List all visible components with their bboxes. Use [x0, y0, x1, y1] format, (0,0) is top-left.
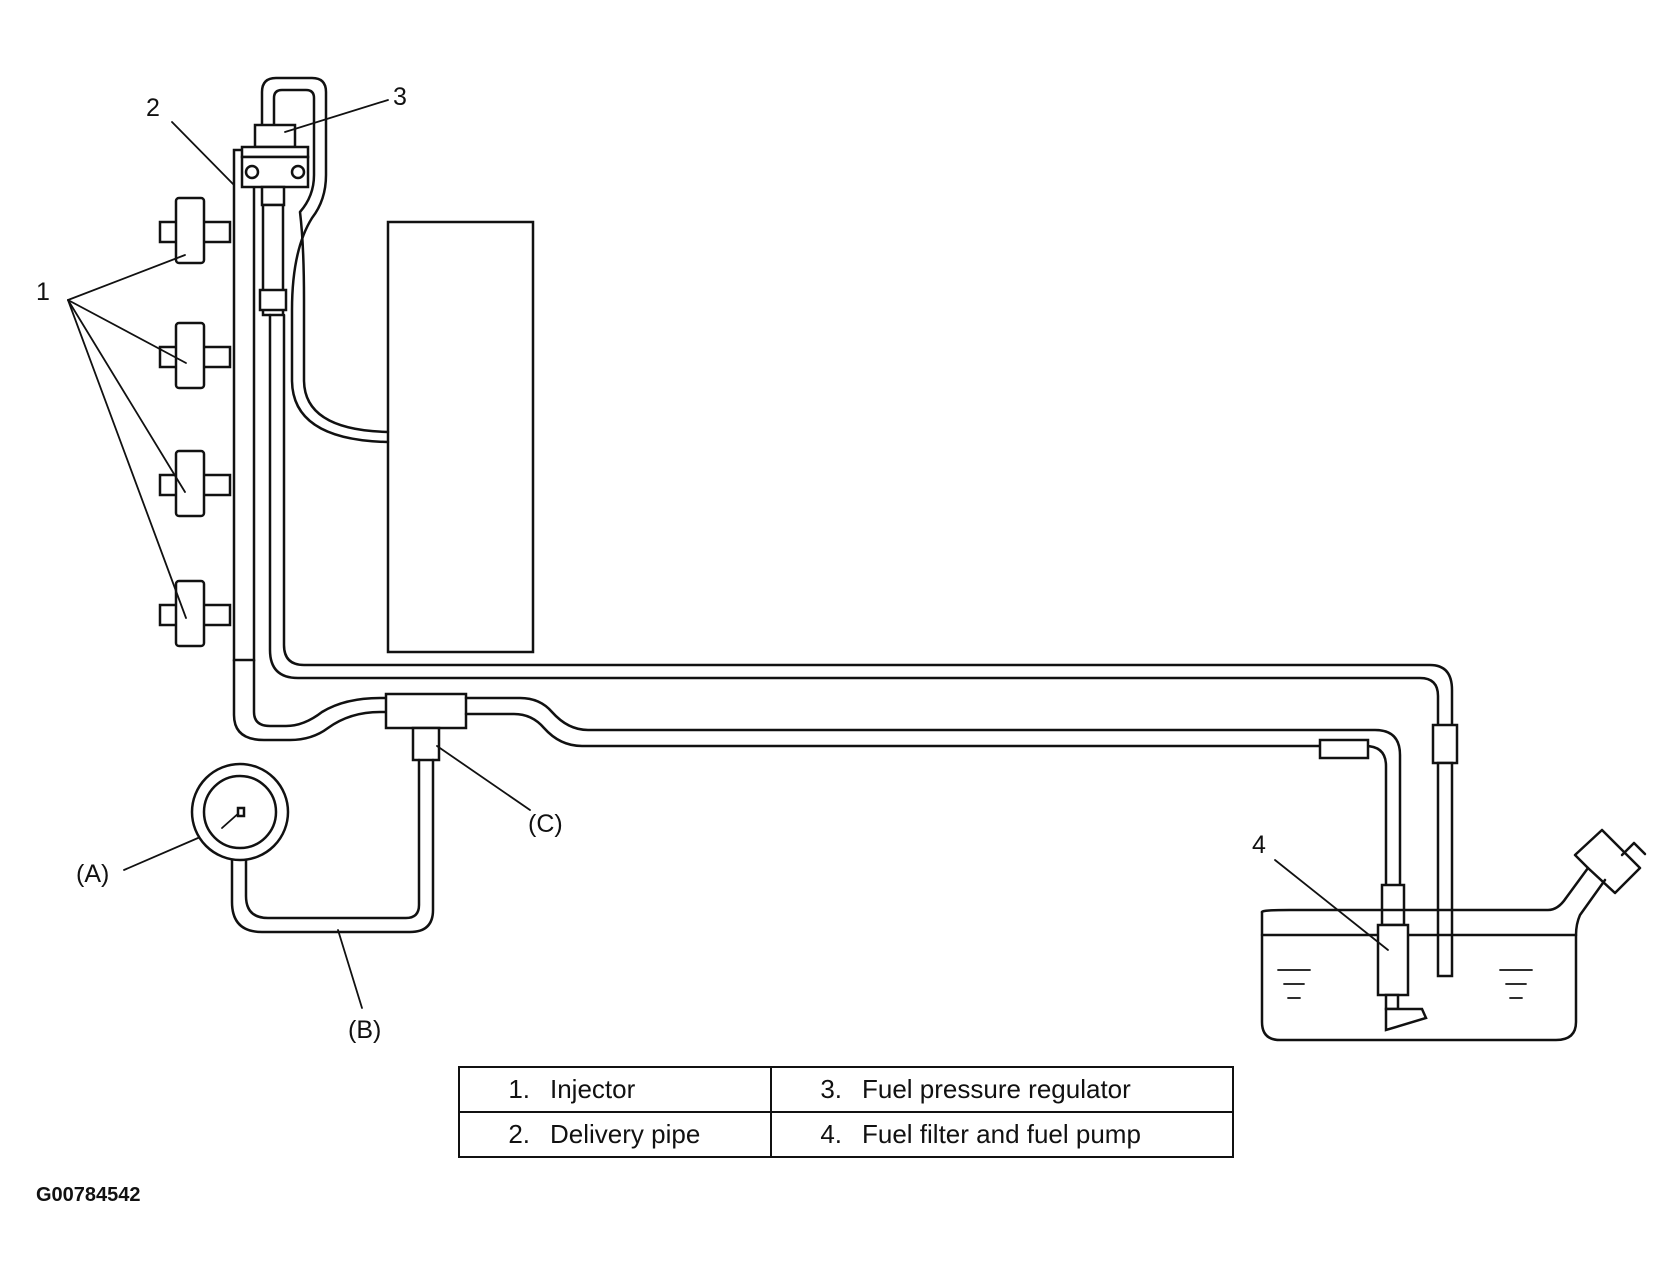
legend-number: 2.: [508, 1119, 530, 1149]
legend-row: 2. Delivery pipe 4. Fuel filter and fuel p…: [458, 1111, 1234, 1158]
callout-1: 1: [36, 278, 50, 306]
callout-3: 3: [393, 83, 407, 111]
legend-number: 4.: [820, 1119, 842, 1149]
vacuum-hose-inner: [272, 88, 390, 434]
gauge-hose: [244, 758, 421, 920]
fuel-level-mark: [1499, 969, 1533, 999]
pressure-gauge: [190, 762, 290, 862]
legend-cell: 4. Fuel filter and fuel pump: [770, 1111, 1234, 1158]
return-pipe-in-tank: [1436, 761, 1454, 978]
t-joint: [384, 692, 468, 762]
legend-cell: 2. Delivery pipe: [458, 1111, 772, 1158]
legend-cell: 1. Injector: [458, 1066, 772, 1113]
fuel-tank: [1260, 828, 1647, 1042]
legend-text: Fuel pressure regulator: [862, 1074, 1131, 1104]
leader-2: [171, 121, 235, 186]
feed-line-right-inner: [464, 712, 1388, 887]
callout-2: 2: [146, 94, 160, 122]
legend-number: 1.: [508, 1074, 530, 1104]
leader-1: [67, 299, 187, 619]
callout-b: (B): [348, 1016, 381, 1044]
injector: [158, 579, 232, 648]
callout-c: (C): [528, 810, 563, 838]
feed-line: [232, 658, 392, 742]
legend-text: Delivery pipe: [550, 1119, 701, 1149]
legend-table: 1. Injector 3. Fuel pressure regulator 2. D…: [458, 1066, 1234, 1158]
pump-hose-sleeve: [1380, 883, 1406, 927]
injector: [158, 449, 232, 518]
vacuum-hose: [260, 76, 390, 444]
leader-a: [123, 837, 199, 871]
callout-4: 4: [1252, 831, 1266, 859]
leader-c: [436, 745, 531, 811]
fuel-pressure-regulator: [240, 123, 310, 317]
legend-cell: 3. Fuel pressure regulator: [770, 1066, 1234, 1113]
figure-id: G00784542: [36, 1184, 141, 1206]
leader-3: [284, 99, 389, 133]
gauge-hose-inner: [230, 758, 435, 934]
return-hose-sleeve: [1431, 723, 1459, 765]
delivery-pipe: [232, 148, 256, 662]
feed-line-right: [464, 696, 1402, 887]
leader-1: [67, 299, 186, 493]
return-line-inner: [282, 313, 1454, 762]
callout-a: (A): [76, 860, 109, 888]
return-line: [268, 313, 1440, 762]
feed-line-inner: [252, 658, 392, 728]
feed-hose-sleeve: [1318, 738, 1370, 760]
legend-text: Fuel filter and fuel pump: [862, 1119, 1141, 1149]
fuel-pump-and-filter: [1376, 923, 1428, 1032]
legend-number: 3.: [820, 1074, 842, 1104]
fuel-level-mark: [1277, 969, 1311, 999]
legend-row: 1. Injector 3. Fuel pressure regulator: [458, 1066, 1234, 1113]
legend-text: Injector: [550, 1074, 636, 1104]
leader-1: [67, 299, 187, 364]
injector: [158, 321, 232, 390]
injector: [158, 196, 232, 265]
engine-block: [386, 220, 535, 654]
leader-4: [1274, 859, 1389, 951]
leader-b: [337, 929, 363, 1009]
leader-1: [67, 254, 186, 301]
